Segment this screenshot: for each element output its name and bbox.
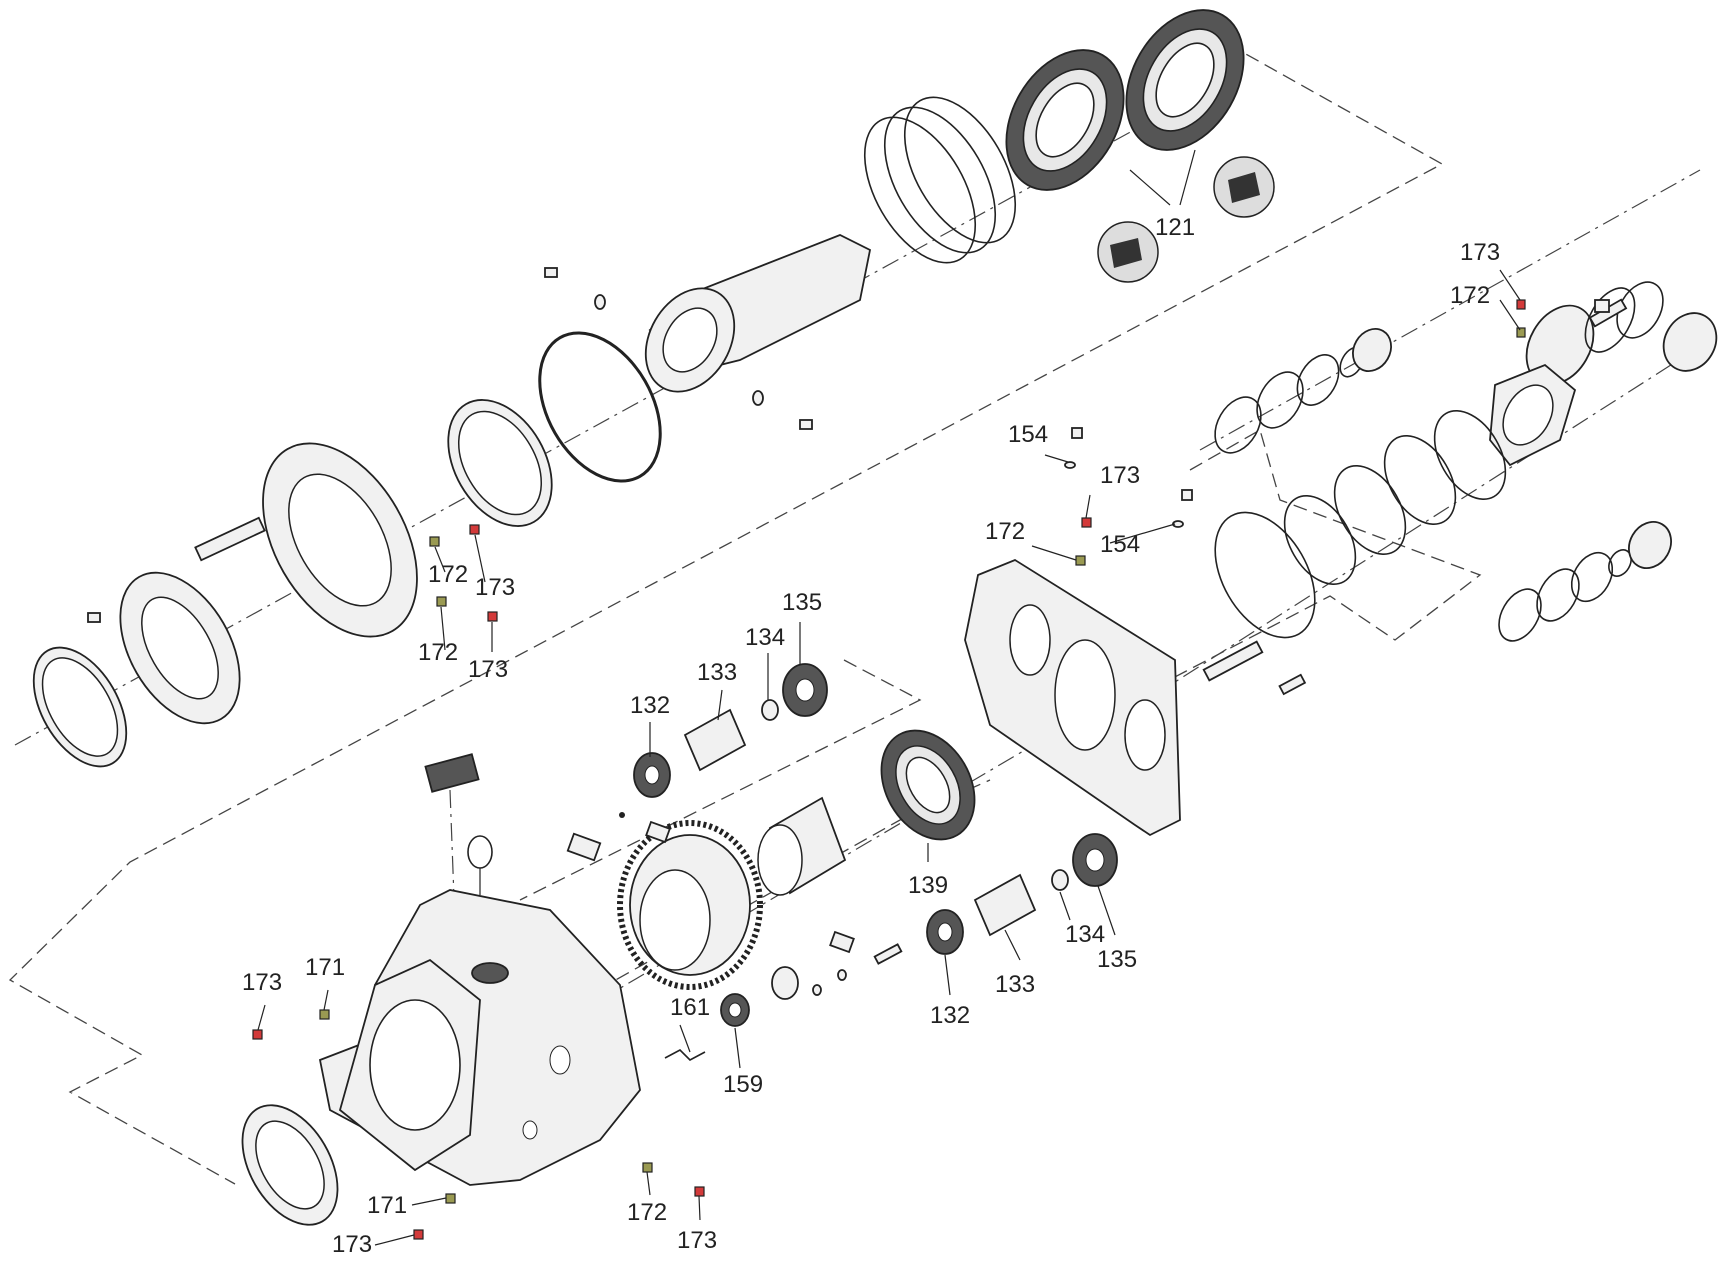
label-161: 161 [670,994,710,1021]
bolt-icon [544,267,558,278]
label-171: 171 [367,1192,407,1219]
lower-right-ring-set [1498,521,1672,642]
bolt-icon [87,612,101,623]
label-173: 173 [1100,462,1140,489]
plug-173 [469,524,480,535]
label-173: 173 [332,1231,372,1258]
gearbox-housing [241,753,641,1226]
label-173: 173 [677,1227,717,1254]
nameplate [424,753,480,793]
middle-right-ring-set [1214,410,1507,639]
large-bearing-139 [880,729,976,841]
bolt-icon [873,943,903,965]
fitting-172 [642,1162,653,1173]
label-173: 173 [475,574,515,601]
sleeve [757,796,847,896]
key [566,832,602,862]
right-end-cap-set [1489,281,1718,467]
output-shaft [644,234,872,393]
plug-173 [413,1229,424,1240]
label-173: 173 [1460,239,1500,266]
label-173: 173 [468,656,508,683]
housing-cover [964,558,1307,837]
label-121: 121 [1155,214,1195,241]
label-134: 134 [745,624,785,651]
spacer-134 [761,699,779,721]
right-assembly-outline [1089,429,1482,731]
plug-173 [694,1186,705,1197]
spring-rings [863,96,1017,264]
label-154: 154 [1100,531,1140,558]
label-172: 172 [985,518,1025,545]
axis-lines [14,79,1711,1061]
lock-plate-set [32,571,241,768]
label-135: 135 [1097,946,1137,973]
plugs-fittings [252,524,705,1240]
label-172: 172 [1450,282,1490,309]
upper-pinion-set [633,663,828,798]
pinion-133 [683,708,747,772]
housing-bore [369,999,461,1131]
label-133: 133 [995,971,1035,998]
upper-right-axis-line [1199,169,1701,451]
label-132: 132 [630,692,670,719]
eye-bolt [467,835,493,869]
gear-small-parts [566,812,903,1061]
right-axis-line [1099,339,1711,731]
label-172: 172 [428,561,468,588]
spacer-134 [1051,869,1069,891]
fitting-172 [429,536,440,547]
fitting-171 [319,1009,330,1020]
label-173: 173 [242,969,282,996]
label-139: 139 [908,872,948,899]
part-labels: 121 172 173 172 173 132 133 134 135 139 … [242,214,1500,1258]
upper-assembly-outline [8,43,1444,1185]
cover-fittings [1064,427,1193,566]
label-154: 154 [1008,421,1048,448]
plug-173 [487,611,498,622]
lower-pinion-set [926,833,1118,955]
label-172: 172 [418,639,458,666]
bearing-pair-121 [1005,9,1275,283]
flange-plate [87,442,418,638]
pin [645,820,671,844]
fitting-172 [436,596,447,607]
pin [829,930,855,954]
upper-right-ring-set [1214,328,1392,454]
pinion-133 [973,873,1037,937]
label-134: 134 [1065,921,1105,948]
flange-bolt [194,516,266,562]
seal-set [447,331,662,527]
label-171: 171 [305,954,345,981]
spring-pin-161 [664,1049,706,1061]
housing-plug [471,962,509,984]
label-172: 172 [627,1199,667,1226]
label-132: 132 [930,1002,970,1029]
label-159: 159 [723,1071,763,1098]
label-135: 135 [782,589,822,616]
middle-assembly-outline [519,659,922,901]
seal-ring [771,966,799,1000]
label-133: 133 [697,659,737,686]
small-hardware [544,267,813,430]
cover-bolt [1202,640,1264,682]
large-gear [617,820,763,990]
bolt-icon [1278,673,1307,696]
fitting-171 [445,1193,456,1204]
plug-173 [252,1029,263,1040]
bolt-icon [799,419,813,430]
leader-lines [257,149,1521,1246]
